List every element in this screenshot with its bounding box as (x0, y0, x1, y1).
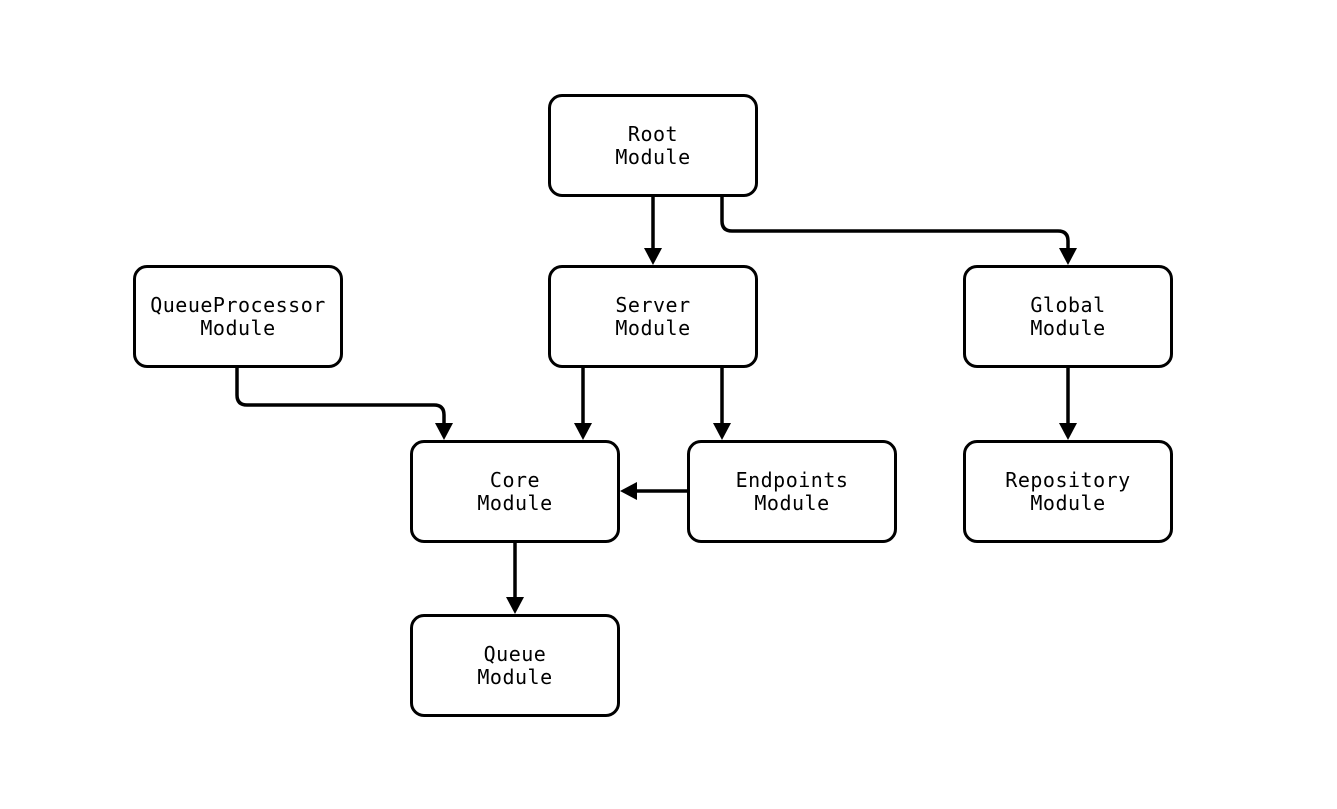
node-endpoints[interactable]: Endpoints Module (687, 440, 897, 543)
arrowhead (506, 597, 524, 614)
arrowhead (435, 423, 453, 440)
arrowhead (1059, 248, 1077, 265)
edge-core-queue (506, 543, 524, 614)
node-repository[interactable]: Repository Module (963, 440, 1173, 543)
edge-queueprocessor-core (235, 368, 453, 440)
node-server[interactable]: Server Module (548, 265, 758, 368)
node-queueprocessor[interactable]: QueueProcessor Module (133, 265, 343, 368)
arrowhead (574, 423, 592, 440)
edge-root-global (720, 197, 1077, 265)
node-root[interactable]: Root Module (548, 94, 758, 197)
node-root-suffix: Module (615, 144, 691, 169)
arrowhead (713, 423, 731, 440)
node-queueprocessor-name: QueueProcessor (150, 292, 326, 317)
node-queueprocessor-suffix: Module (200, 315, 276, 340)
node-global-name: Global (1030, 292, 1106, 317)
node-server-suffix: Module (615, 315, 691, 340)
node-server-name: Server (615, 292, 691, 317)
node-core-name: Core (489, 467, 541, 492)
node-queue-name: Queue (483, 641, 547, 666)
arrowhead (1059, 423, 1077, 440)
node-queue-suffix: Module (477, 664, 553, 689)
arrowhead (644, 248, 662, 265)
edge-global-repository (1059, 368, 1077, 440)
edge-server-endpoints (713, 368, 731, 440)
node-endpoints-name: Endpoints (735, 467, 849, 492)
node-repository-suffix: Module (1030, 490, 1106, 515)
node-core[interactable]: Core Module (410, 440, 620, 543)
node-root-name: Root (627, 121, 679, 146)
node-global[interactable]: Global Module (963, 265, 1173, 368)
node-global-suffix: Module (1030, 315, 1106, 340)
node-endpoints-suffix: Module (754, 490, 830, 515)
edge-endpoints-core (620, 482, 687, 500)
node-queue[interactable]: Queue Module (410, 614, 620, 717)
arrowhead (620, 482, 637, 500)
node-repository-name: Repository (1005, 467, 1131, 492)
node-core-suffix: Module (477, 490, 553, 515)
edge-server-core (574, 368, 592, 440)
edge-root-server (644, 197, 662, 265)
